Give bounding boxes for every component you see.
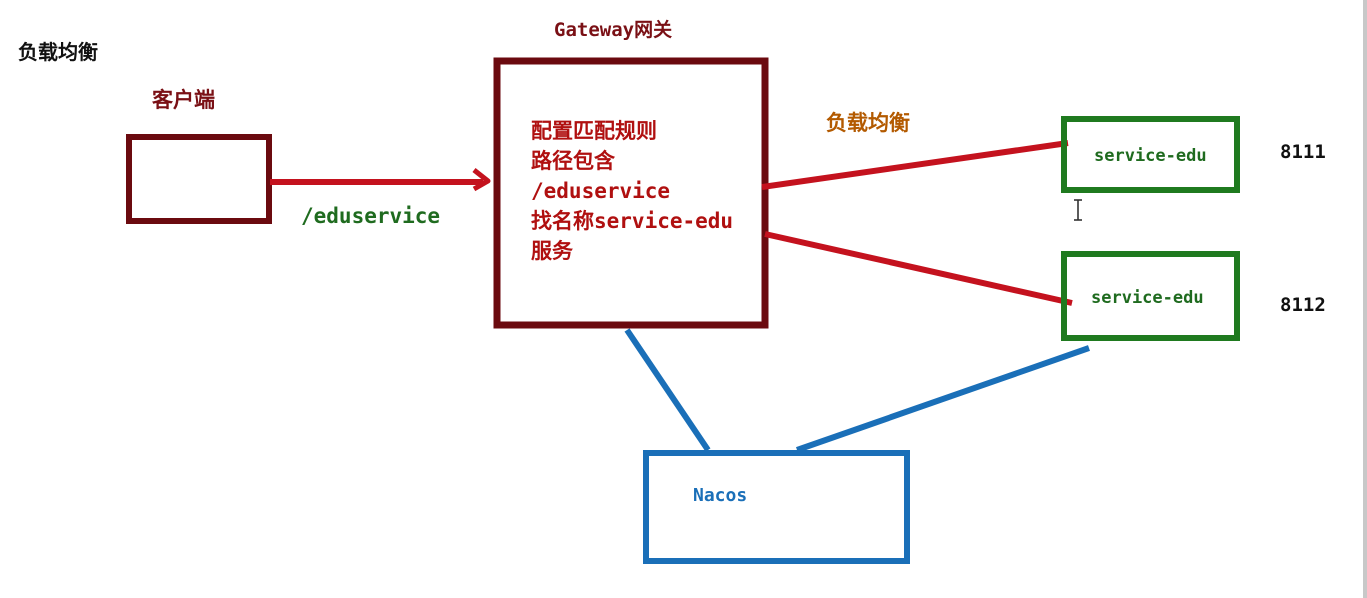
service-box-8112 [1061, 251, 1240, 341]
gateway-rule-line: 找名称service-edu [531, 209, 734, 233]
client-label: 客户端 [152, 88, 215, 112]
gateway-box [493, 57, 769, 329]
gateway-rule-line: 服务 [531, 239, 573, 263]
nacos-box [643, 450, 910, 564]
nacos-label: Nacos [693, 485, 748, 506]
port-label-8112: 8112 [1280, 294, 1326, 316]
load-balance-label: 负载均衡 [826, 111, 910, 135]
balance-line-8111 [761, 140, 1069, 190]
gateway-rule-line: /eduservice [531, 179, 671, 203]
gateway-rule-line: 配置匹配规则 [531, 119, 657, 143]
nacos-line-gateway [624, 328, 711, 452]
balance-line-8112 [764, 231, 1073, 306]
service-label-8111: service-edu [1094, 146, 1207, 166]
gateway-rule-line: 路径包含 [531, 149, 615, 173]
window-edge [1363, 0, 1367, 598]
service-label-8112: service-edu [1091, 288, 1204, 308]
request-arrow-head [472, 168, 491, 192]
port-label-8111: 8111 [1280, 141, 1326, 163]
gateway-title: Gateway网关 [554, 19, 673, 41]
service-box-8111 [1061, 116, 1240, 193]
request-path-label: /eduservice [301, 204, 441, 228]
gateway-rules: 配置匹配规则 路径包含 /eduservice 找名称service-edu 服… [531, 116, 733, 266]
page-title: 负载均衡 [18, 40, 98, 64]
text-cursor-icon [1074, 199, 1082, 221]
client-box [126, 134, 272, 224]
nacos-line-service [796, 345, 1090, 453]
